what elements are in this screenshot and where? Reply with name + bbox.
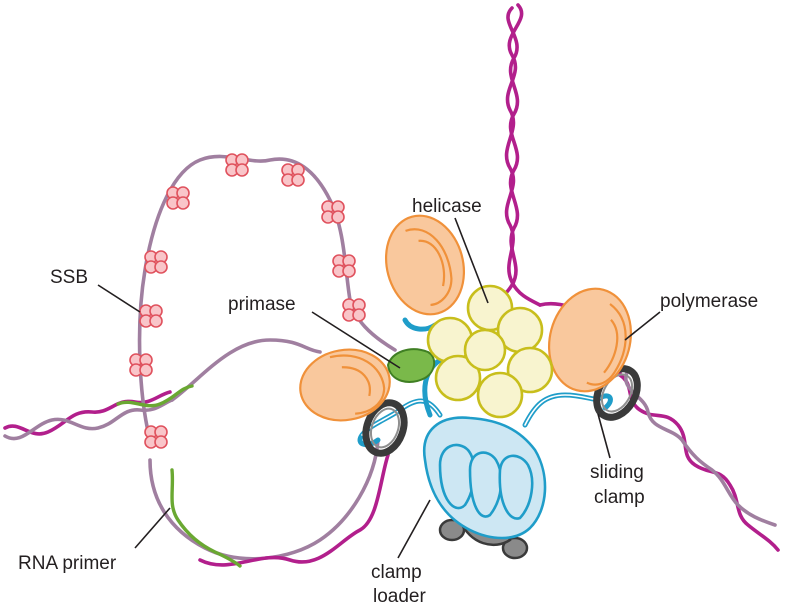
loader-subunit-2 xyxy=(468,451,503,518)
helicase-leader xyxy=(454,217,489,304)
label-ssb: SSB xyxy=(50,267,88,288)
lagging-duplex-left-a xyxy=(3,390,172,436)
rna-primer-upper xyxy=(116,384,194,408)
clamp-loader-leader xyxy=(397,499,431,559)
lagging-loop-strand xyxy=(170,338,322,402)
polymerase-top xyxy=(384,214,466,316)
label-clamp-loader-2: loader xyxy=(373,586,426,607)
rna-primer-leader xyxy=(134,507,171,549)
ssb-leader xyxy=(97,284,141,313)
label-sliding-clamp-1: sliding xyxy=(590,462,644,483)
ssb-1 xyxy=(225,153,249,177)
label-sliding-clamp-2: clamp xyxy=(594,487,645,508)
label-helicase: helicase xyxy=(412,196,482,217)
label-rna-primer: RNA primer xyxy=(18,553,117,574)
rna-primers xyxy=(116,384,242,568)
rna-primer-lower xyxy=(170,468,242,568)
ssb-9 xyxy=(129,353,153,377)
lagging-duplex-left-b xyxy=(3,398,174,441)
polymerase-left xyxy=(299,348,391,422)
ssb-6 xyxy=(332,254,356,278)
dna-strands xyxy=(3,3,780,567)
lagging-loop-lower-m xyxy=(198,453,390,567)
tether-top xyxy=(422,357,443,418)
ssb-4 xyxy=(321,200,345,224)
parental-duplex-strand-b xyxy=(488,6,520,307)
ssb-2 xyxy=(281,163,305,187)
label-clamp-loader-1: clamp xyxy=(371,562,422,583)
parental-duplex-strand-a xyxy=(504,3,542,307)
leader-lines xyxy=(97,217,661,559)
label-primase: primase xyxy=(228,294,296,315)
primase-leader xyxy=(311,311,401,369)
ssb-7 xyxy=(139,304,163,328)
ssb-5 xyxy=(144,250,168,274)
sliding-clamp-right-inner xyxy=(600,373,634,413)
polymerase-leader xyxy=(624,311,661,341)
label-polymerase: polymerase xyxy=(660,291,758,312)
sliding-clamp-left-inner xyxy=(369,407,401,449)
ssb-3 xyxy=(166,186,190,210)
sliding-clamp-leader xyxy=(597,413,611,459)
helicase xyxy=(426,284,554,419)
leading-duplex-a xyxy=(618,373,780,552)
clamp-loader xyxy=(357,317,613,560)
ssb-8 xyxy=(342,298,366,322)
ssb-proteins xyxy=(129,153,366,449)
ssb-loop-strand xyxy=(137,154,397,442)
sliding-clamp-left xyxy=(362,399,408,457)
leading-duplex-b xyxy=(624,368,777,527)
loader-foot-right xyxy=(501,536,529,560)
primase xyxy=(386,348,436,383)
ssb-10 xyxy=(144,425,168,449)
polymerase-right xyxy=(547,287,633,393)
loader-subunit-3 xyxy=(498,454,534,520)
